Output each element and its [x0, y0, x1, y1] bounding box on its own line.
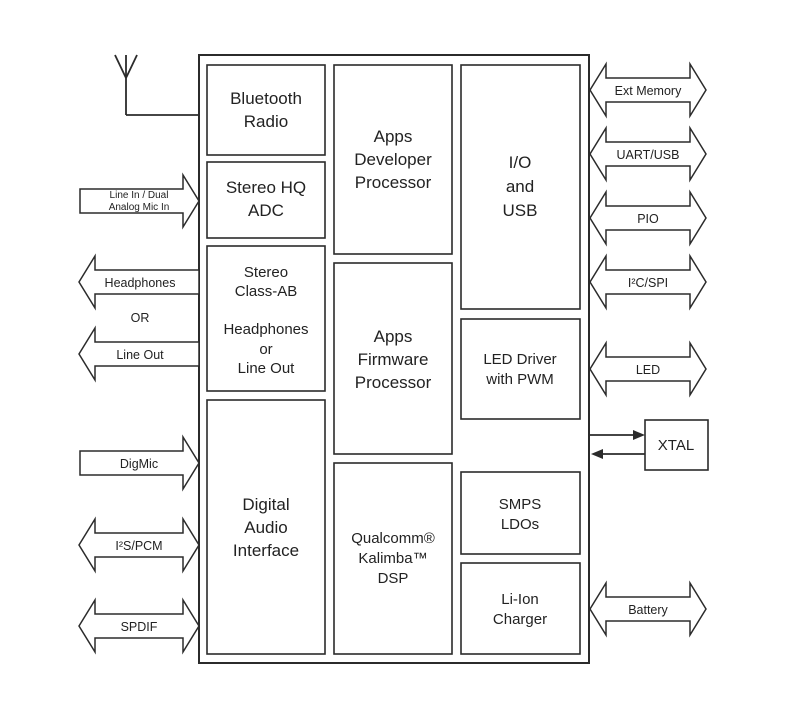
stereo-hq-adc-block	[206, 161, 326, 239]
uart-usb-label: UART/USB	[617, 148, 680, 162]
bluetooth-radio-line-2: Radio	[244, 112, 288, 131]
li-ion-charger-line-2: Charger	[493, 611, 547, 628]
io-usb-line-1: I/O	[509, 153, 532, 172]
stereo-hq-adc-line-1: Stereo HQ	[226, 178, 306, 197]
i2c-spi-label: I²C/SPI	[628, 276, 668, 290]
stereo-hq-adc-line-2: ADC	[248, 201, 284, 220]
battery-label: Battery	[628, 603, 668, 617]
smps-ldos-line-2: LDOs	[501, 516, 539, 533]
led-driver-line-2: with PWM	[485, 371, 554, 388]
qualcomm-kalimba-dsp-line-1: Qualcomm®	[351, 530, 435, 547]
ext-memory-arrow	[589, 61, 707, 119]
line-out-arrow	[78, 325, 200, 383]
stereo-class-ab-line-4: Headphones	[223, 321, 308, 338]
apps-firmware-processor-line-3: Processor	[355, 373, 432, 392]
io-usb-line-3: USB	[503, 201, 538, 220]
i2s-pcm-label: I²S/PCM	[115, 539, 162, 553]
stereo-class-ab-line-5: or	[259, 341, 272, 358]
smps-ldos-block	[460, 471, 581, 555]
pio-arrow	[589, 189, 707, 247]
line-in-arrow	[79, 172, 200, 230]
stereo-class-ab-block	[206, 245, 326, 392]
xtal-label: XTAL	[658, 437, 694, 454]
spdif-arrow	[78, 597, 200, 655]
digmic-arrow	[79, 434, 200, 492]
led-label: LED	[636, 363, 660, 377]
led-driver-block	[460, 318, 581, 420]
stereo-class-ab-line-1: Stereo	[244, 264, 288, 281]
uart-usb-arrow	[589, 125, 707, 183]
digmic-label: DigMic	[120, 457, 158, 471]
xtal-block	[644, 419, 709, 471]
xtal-connection	[590, 430, 645, 459]
bluetooth-radio-line-1: Bluetooth	[230, 89, 302, 108]
stereo-class-ab-line-6: Line Out	[238, 360, 296, 377]
apps-developer-processor-block	[333, 64, 453, 255]
headphones-label: Headphones	[105, 276, 176, 290]
li-ion-charger-block	[460, 562, 581, 655]
headphones-arrow	[78, 253, 200, 311]
io-usb-block	[460, 64, 581, 310]
pio-label: PIO	[637, 212, 659, 226]
i2c-spi-arrow	[589, 253, 707, 311]
qualcomm-kalimba-dsp-line-3: DSP	[378, 570, 409, 587]
ext-memory-label: Ext Memory	[615, 84, 682, 98]
qualcomm-kalimba-dsp-block	[333, 462, 453, 655]
spdif-label: SPDIF	[121, 620, 158, 634]
qualcomm-kalimba-dsp-line-2: Kalimba™	[358, 550, 427, 567]
digital-audio-interface-block	[206, 399, 326, 655]
or-label: OR	[131, 311, 150, 325]
antenna-icon	[114, 54, 199, 116]
line-out-label: Line Out	[116, 348, 164, 362]
digital-audio-interface-line-1: Digital	[242, 495, 289, 514]
battery-arrow	[589, 580, 707, 638]
apps-firmware-processor-block	[333, 262, 453, 455]
led-driver-line-1: LED Driver	[483, 351, 556, 368]
line-in-label-1: Line In / Dual	[110, 190, 169, 201]
io-usb-line-2: and	[506, 177, 534, 196]
i2s-pcm-arrow	[78, 516, 200, 574]
smps-ldos-line-1: SMPS	[499, 496, 542, 513]
stereo-class-ab-line-2: Class-AB	[235, 283, 298, 300]
line-in-label-2: Analog Mic In	[109, 202, 170, 213]
apps-firmware-processor-line-2: Firmware	[358, 350, 429, 369]
li-ion-charger-line-1: Li-Ion	[501, 591, 539, 608]
apps-developer-processor-line-2: Developer	[354, 150, 432, 169]
bluetooth-radio-block	[206, 64, 326, 156]
apps-developer-processor-line-3: Processor	[355, 173, 432, 192]
digital-audio-interface-line-3: Interface	[233, 541, 299, 560]
digital-audio-interface-line-2: Audio	[244, 518, 287, 537]
apps-developer-processor-line-1: Apps	[374, 127, 413, 146]
apps-firmware-processor-line-1: Apps	[374, 327, 413, 346]
led-arrow	[589, 340, 707, 398]
